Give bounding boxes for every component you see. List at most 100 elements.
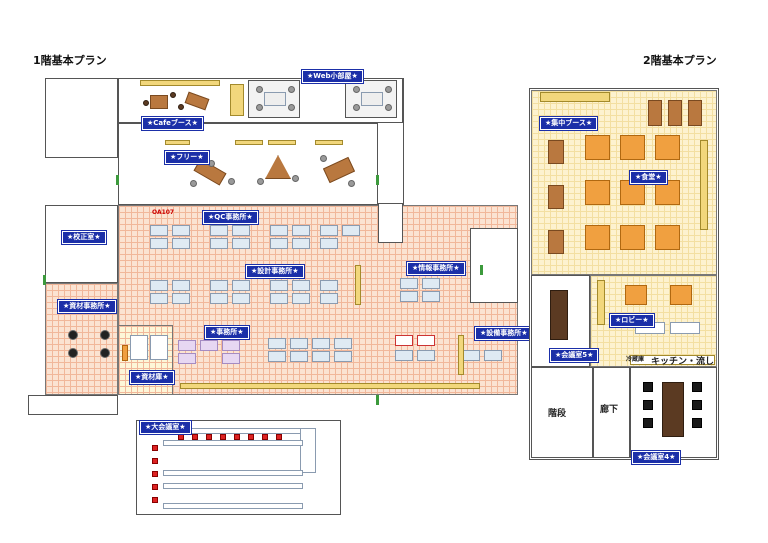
door-mark <box>376 395 379 405</box>
red-chair <box>152 497 158 503</box>
desk <box>484 350 502 361</box>
chair <box>348 180 355 187</box>
chair <box>692 418 702 428</box>
red-chair <box>152 458 158 464</box>
desk <box>320 225 338 236</box>
round-table <box>68 348 78 358</box>
desk <box>172 280 190 291</box>
chair <box>320 155 327 162</box>
desk <box>150 225 168 236</box>
dining-table <box>585 225 610 250</box>
lobby-table <box>670 285 692 305</box>
desk <box>232 293 250 304</box>
cafe-chair <box>170 92 176 98</box>
desk <box>210 225 228 236</box>
dining-table <box>548 230 564 254</box>
dining-table <box>620 225 645 250</box>
shizaiko-rack <box>150 335 168 360</box>
meeting-tables <box>163 470 303 476</box>
shelf <box>315 140 343 145</box>
cafeteria-counter <box>700 140 708 230</box>
chair <box>353 86 360 93</box>
chair <box>692 400 702 410</box>
red-chair <box>192 434 198 440</box>
desk <box>292 225 310 236</box>
meeting-5-table <box>550 290 568 340</box>
round-table <box>100 330 110 340</box>
desk <box>222 353 240 364</box>
web-table-1 <box>264 92 286 106</box>
desk <box>395 335 413 346</box>
meeting-tables <box>163 503 303 509</box>
chair <box>256 104 263 111</box>
shizaiko-rack <box>130 335 148 360</box>
desk <box>172 225 190 236</box>
chair <box>228 178 235 185</box>
desk <box>320 280 338 291</box>
desk <box>270 293 288 304</box>
dining-table <box>655 135 680 160</box>
room-label-lobby: ★ロビー★ <box>609 313 655 328</box>
desk <box>312 351 330 362</box>
desk <box>395 350 413 361</box>
desk <box>232 238 250 249</box>
room-label-kaigi4: ★会議室4★ <box>630 450 682 465</box>
room-label-qc: ★QC事務所★ <box>202 210 259 225</box>
focus-counter <box>540 92 610 102</box>
desk <box>172 293 190 304</box>
desk <box>232 225 250 236</box>
corridor-label: 廊下 <box>600 405 619 415</box>
round-table <box>68 330 78 340</box>
focus-booth-desk <box>688 100 702 126</box>
desk <box>334 351 352 362</box>
floor1-top-right-area <box>403 78 518 228</box>
red-chair <box>262 434 268 440</box>
bottom-shelves <box>180 383 480 389</box>
room-label-jimu: ★事務所★ <box>204 325 250 340</box>
floor1-column-room <box>378 203 403 243</box>
stairs-label: 階段 <box>548 409 567 419</box>
meeting-4-table <box>662 382 684 437</box>
desk <box>268 338 286 349</box>
vertical-shelves <box>458 335 464 375</box>
desk <box>417 350 435 361</box>
desk <box>268 351 286 362</box>
desk <box>270 238 288 249</box>
desk <box>400 291 418 302</box>
lobby-table <box>625 285 647 305</box>
desk <box>292 238 310 249</box>
shelf <box>235 140 263 145</box>
room-label-daikaigi: ★大会議室★ <box>139 420 192 435</box>
desk <box>290 351 308 362</box>
desk <box>312 338 330 349</box>
desk <box>200 340 218 351</box>
desk <box>232 280 250 291</box>
meeting-tables <box>163 483 303 489</box>
chair <box>385 86 392 93</box>
red-chair <box>178 434 184 440</box>
chair <box>256 86 263 93</box>
chair <box>208 160 215 167</box>
desk <box>417 335 435 346</box>
shizaiko-shelf <box>122 345 128 361</box>
dining-table <box>655 180 680 205</box>
chair <box>292 175 299 182</box>
desk <box>222 340 240 351</box>
room-label-sekkei: ★設計事務所★ <box>245 264 305 279</box>
room-label-jouhou: ★情報事務所★ <box>406 261 466 276</box>
meeting-tables <box>163 440 303 446</box>
room-label-setsubi: ★設備事務所★ <box>474 326 534 341</box>
room-label-web: ★Web小部屋★ <box>301 69 364 84</box>
chair <box>643 382 653 392</box>
room-label-shokudo: ★食堂★ <box>629 170 668 185</box>
room-label-cafe: ★Cafeブース★ <box>141 116 204 131</box>
room-label-shuchu: ★集中ブース★ <box>538 116 599 131</box>
dining-table <box>585 180 610 205</box>
floor1-bottom-left-strip <box>28 395 118 415</box>
desk <box>422 291 440 302</box>
room-label-free: ★フリー★ <box>164 150 210 165</box>
lobby-shelf <box>597 280 605 325</box>
desk <box>292 280 310 291</box>
desk <box>150 280 168 291</box>
kitchen-sink <box>630 355 715 365</box>
